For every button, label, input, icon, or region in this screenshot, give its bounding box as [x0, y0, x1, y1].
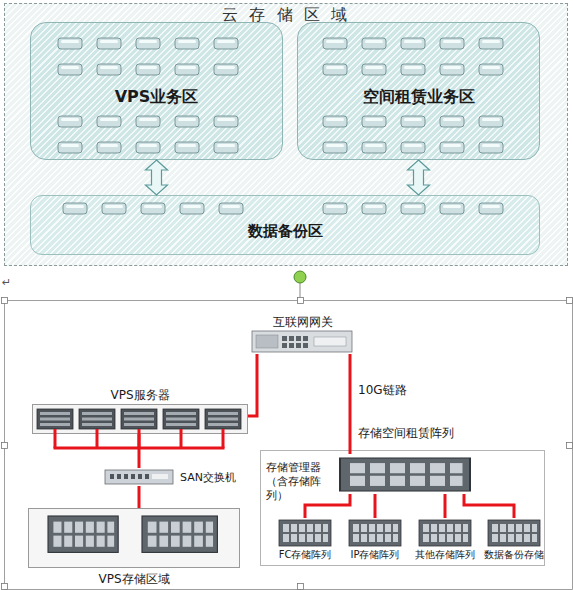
server-group-box: VPS服务器 — [32, 404, 248, 434]
anchor-line — [300, 283, 301, 297]
node-label: 数据备份区 — [31, 222, 539, 241]
zone-box: 空间租赁业务区 — [297, 22, 540, 160]
double-block-arrow — [146, 160, 168, 195]
mini-block-row — [323, 116, 503, 127]
wire — [96, 429, 99, 448]
mini-block-row — [323, 64, 503, 75]
frame-handle — [2, 298, 8, 304]
frame-handle — [567, 298, 573, 304]
link-line — [138, 486, 141, 508]
storage-area-box: VPS存储区域 — [28, 508, 240, 568]
rotate-handle — [294, 271, 306, 283]
frame-handles — [2, 298, 573, 590]
server-symbol — [163, 409, 199, 429]
mini-block-row — [58, 116, 238, 127]
storage-array-symbol — [142, 516, 217, 552]
storage-array-node: 其他存储阵列 — [409, 518, 481, 560]
storage-array-symbol — [48, 516, 118, 552]
storage-array-symbol — [419, 520, 471, 546]
node-label: SAN交换机 — [180, 470, 236, 485]
node-label: VPS存储区域 — [29, 571, 239, 588]
picture-frame — [5, 301, 573, 590]
switch-node: SAN交换机 — [100, 468, 240, 486]
mini-block-row — [323, 142, 503, 153]
server-symbol — [205, 409, 241, 429]
node-label: 存储管理器 （含存储阵列） — [266, 460, 342, 503]
mini-block-row — [323, 203, 503, 214]
server-symbol — [37, 409, 73, 429]
mini-block-row — [58, 38, 238, 49]
gateway-node: 互联网网关 — [245, 314, 360, 354]
link-line — [349, 354, 352, 454]
node-label: 数据备份存储 — [482, 548, 546, 562]
storage-manager-node: 存储管理器 （含存储阵列） — [264, 454, 474, 494]
storage-array-node: FC存储阵列 — [269, 518, 341, 560]
node-label: 其他存储阵列 — [409, 548, 481, 562]
frame-handle — [2, 443, 8, 449]
switch-device — [105, 470, 173, 484]
double-block-arrow — [408, 160, 430, 195]
storage-manager-device — [340, 458, 470, 491]
frame-handle — [567, 443, 573, 449]
storage-array-node: IP存储阵列 — [339, 518, 411, 560]
mini-block-row — [323, 38, 503, 49]
link-line — [305, 494, 350, 518]
link-line — [138, 434, 141, 468]
gateway-device — [252, 331, 352, 352]
frame-handle — [298, 584, 304, 590]
region-frame: 云 存 储 区 域VPS业务区空间租赁业务区数据备份区 — [4, 3, 568, 266]
storage-array-symbol — [279, 520, 331, 546]
server-bus-wires — [54, 429, 225, 448]
link-line — [464, 494, 514, 518]
wire — [222, 429, 225, 448]
storage-array-symbol — [349, 520, 401, 546]
link-line — [444, 494, 447, 518]
link-line — [248, 354, 257, 416]
frame-handle — [298, 298, 304, 304]
storage-array-node: 数据备份存储 — [482, 518, 546, 560]
node-label: 存储空间租赁阵列 — [358, 425, 454, 442]
node-label: IP存储阵列 — [339, 548, 411, 562]
mini-block-row — [63, 203, 243, 214]
node-label: FC存储阵列 — [269, 548, 341, 562]
server-symbol — [121, 409, 157, 429]
storage-array-symbol — [488, 520, 540, 546]
wire — [180, 429, 183, 448]
frame-handle — [2, 584, 8, 590]
zone-box: VPS业务区 — [30, 22, 283, 160]
wire — [54, 429, 57, 448]
node-label: VPS服务器 — [33, 387, 247, 404]
node-label: 互联网网关 — [245, 314, 360, 331]
wire — [138, 429, 141, 448]
server-symbol — [79, 409, 115, 429]
link-line — [374, 494, 377, 518]
mini-block-row — [58, 64, 238, 75]
node-label: VPS业务区 — [31, 87, 282, 108]
node-label: 空间租赁业务区 — [298, 87, 539, 108]
paragraph-mark: ↵ — [2, 276, 11, 289]
link-label: 10G链路 — [358, 382, 407, 399]
wire — [54, 447, 225, 450]
zone-band: 数据备份区 — [30, 195, 540, 255]
mini-block-row — [58, 142, 238, 153]
storage-group-box: 存储空间租赁阵列存储管理器 （含存储阵列）FC存储阵列IP存储阵列其他存储阵列数… — [260, 450, 545, 566]
